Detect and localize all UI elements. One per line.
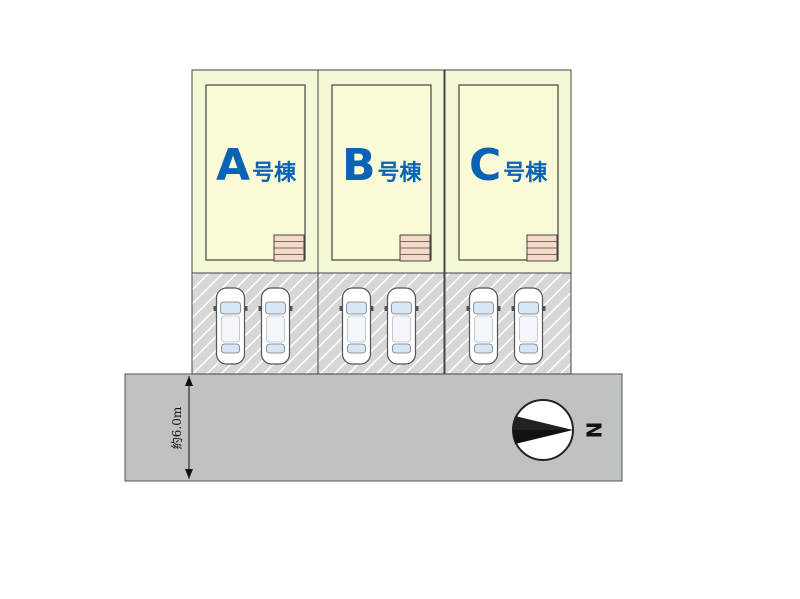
lot-label: C号棟 (469, 140, 548, 191)
parked-car-icon (258, 287, 293, 365)
parked-car-icon (384, 287, 419, 365)
lot-a: A号棟 (191, 69, 319, 375)
parking-area (191, 272, 319, 375)
building-footprint (205, 84, 306, 261)
parked-car-icon (511, 287, 546, 365)
lot-label-letter: A (216, 140, 250, 191)
lot-label-letter: C (469, 140, 501, 191)
parked-car-icon (213, 287, 248, 365)
road-width-dimension: 約6.0m (169, 376, 193, 479)
parked-car-icon (339, 287, 374, 365)
north-arrow-icon: N (512, 399, 606, 461)
building-footprint (458, 84, 559, 261)
lot-label-suffix: 号棟 (503, 160, 548, 186)
lot-c: C号棟 (444, 69, 572, 375)
parked-car-icon (466, 287, 501, 365)
lot-label: B号棟 (342, 140, 423, 191)
lot-label-suffix: 号棟 (378, 160, 423, 186)
road-width-label: 約6.0m (169, 406, 184, 449)
parking-area (444, 272, 572, 375)
parking-area (317, 272, 445, 375)
lot-label: A号棟 (216, 140, 297, 191)
north-label: N (582, 422, 606, 439)
lot-label-letter: B (342, 140, 376, 191)
building-footprint (331, 84, 432, 261)
lot-label-suffix: 号棟 (252, 160, 297, 186)
lot-b: B号棟 (317, 69, 445, 375)
